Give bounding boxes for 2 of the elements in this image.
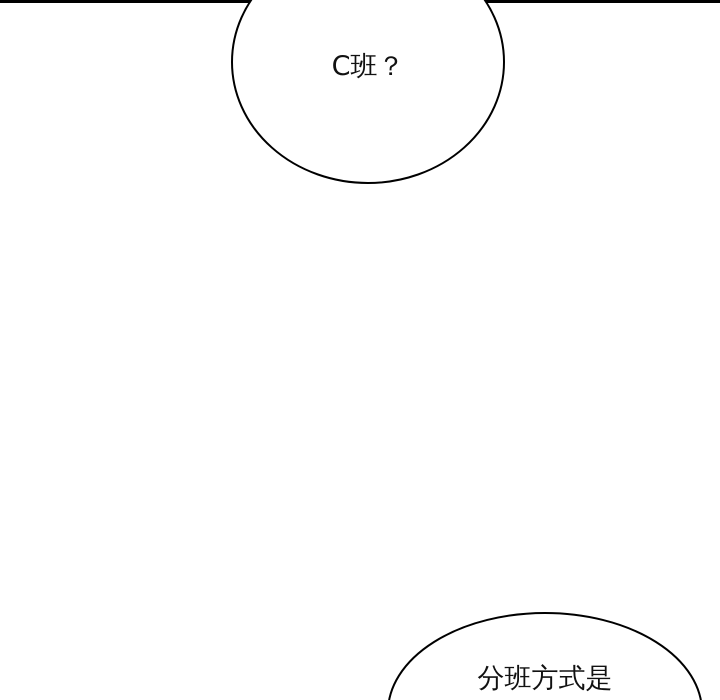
dialogue-text: 分班方式是 [476, 662, 614, 696]
dialogue-text: C班？ [330, 50, 406, 84]
